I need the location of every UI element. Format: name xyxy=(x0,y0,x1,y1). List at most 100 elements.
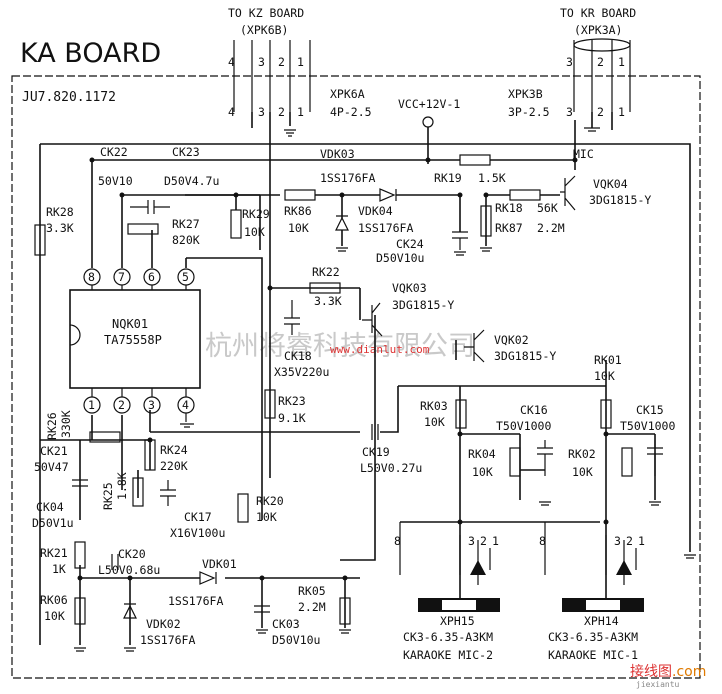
ck22-val: 50V10 xyxy=(98,174,133,188)
svg-text:8: 8 xyxy=(88,270,95,284)
rk87-ref: RK87 xyxy=(495,221,523,235)
rk25-ref: RK25 xyxy=(101,482,115,510)
rk26-ref: RK26 xyxy=(45,412,59,440)
ck21-val: 50V47 xyxy=(34,460,69,474)
kz-connector-ref: XPK6A xyxy=(330,87,365,101)
rk86-val: 10K xyxy=(288,221,309,235)
rk22-val: 3.3K xyxy=(314,294,342,308)
rk27-symbol xyxy=(127,223,159,235)
supply-label: VCC+12V-1 xyxy=(398,97,460,111)
xph15-label: KARAOKE MIC-2 xyxy=(403,648,493,662)
rk20-ref: RK20 xyxy=(256,494,284,508)
svg-text:1: 1 xyxy=(618,55,625,69)
vdk04-ref: VDK04 xyxy=(358,204,393,218)
ck04-val: D50V1u xyxy=(32,516,74,530)
vdk01-symbol xyxy=(199,571,217,585)
ic-bottom-pins: 1 2 3 4 xyxy=(83,388,195,422)
ck03-symbol xyxy=(254,605,270,613)
svg-text:3: 3 xyxy=(614,534,621,548)
svg-text:2: 2 xyxy=(278,105,285,119)
rk20-val: 10K xyxy=(256,510,277,524)
rk18-symbol xyxy=(509,189,541,201)
rk87-symbol xyxy=(480,205,492,237)
capacitor-symbols xyxy=(72,200,663,613)
svg-text:8: 8 xyxy=(394,534,401,548)
svg-text:1: 1 xyxy=(297,105,304,119)
vqk04-val: 3DG1815-Y xyxy=(589,193,651,207)
ck24-symbol xyxy=(452,231,468,250)
ck16-symbol xyxy=(537,440,553,476)
rk20-symbol xyxy=(237,493,249,523)
rk26-val: 330K xyxy=(59,410,73,438)
ck23-symbol xyxy=(130,200,170,214)
component-labels: CK22 50V10 CK23 D50V4.7u VDK03 1SS176FA … xyxy=(32,145,675,647)
ck20-ref: CK20 xyxy=(118,547,146,561)
kz-connector-body xyxy=(233,40,311,112)
vdk02-val: 1SS176FA xyxy=(140,633,195,647)
rk06-ref: RK06 xyxy=(40,593,68,607)
svg-text:4: 4 xyxy=(182,398,189,412)
ground-symbols xyxy=(74,127,696,652)
svg-text:2: 2 xyxy=(597,105,604,119)
rk19-symbol xyxy=(459,154,491,166)
rk23-symbol xyxy=(264,389,276,419)
ic-notch xyxy=(69,324,81,346)
rk21-ref: RK21 xyxy=(40,546,68,560)
ck23-ref: CK23 xyxy=(172,145,200,159)
kr-connector-ref: XPK3B xyxy=(508,87,543,101)
rk25-symbol xyxy=(132,477,144,507)
rk24-ref: RK24 xyxy=(160,443,188,457)
watermark-com: .com xyxy=(672,664,706,680)
vdk03-ref: VDK03 xyxy=(320,147,355,161)
ck23-val: D50V4.7u xyxy=(164,174,219,188)
svg-text:3: 3 xyxy=(468,534,475,548)
rk21-val: 1K xyxy=(52,562,66,576)
rk02-val: 10K xyxy=(572,465,593,479)
ck03-ref: CK03 xyxy=(272,617,300,631)
vdk03-val: 1SS176FA xyxy=(320,171,375,185)
ck22-ref: CK22 xyxy=(100,145,128,159)
kz-connector-name: (XPK6B) xyxy=(240,23,288,37)
svg-text:3: 3 xyxy=(566,55,573,69)
rk01-symbol xyxy=(600,399,612,429)
rk26-symbol xyxy=(89,431,121,443)
svg-text:1: 1 xyxy=(638,534,645,548)
ic-top-pins: 8 7 6 5 xyxy=(83,268,195,290)
vdk02-ref: VDK02 xyxy=(146,617,181,631)
rk28-ref: RK28 xyxy=(46,205,74,219)
rk24-symbol xyxy=(144,439,156,471)
svg-text:3: 3 xyxy=(148,398,155,412)
vdk03-symbol xyxy=(379,188,397,202)
rk04-symbol xyxy=(509,447,521,477)
vqk02-ref: VQK02 xyxy=(494,333,529,347)
ic-body xyxy=(69,289,201,389)
rk29-ref: RK29 xyxy=(242,207,270,221)
rk22-symbol xyxy=(309,282,341,294)
ck18-symbol xyxy=(284,300,300,335)
vdk01-ref: VDK01 xyxy=(202,557,237,571)
rk23-val: 9.1K xyxy=(278,411,306,425)
ck15-symbol xyxy=(647,440,663,476)
rk04-ref: RK04 xyxy=(468,447,496,461)
ck17-val: X16V100u xyxy=(170,526,225,540)
rk02-symbol xyxy=(621,447,633,477)
ck19-ref: CK19 xyxy=(362,445,390,459)
svg-text:7: 7 xyxy=(118,270,125,284)
rk29-symbol xyxy=(230,209,242,239)
watermark-company: 杭州将睿科技有限公司 xyxy=(205,331,475,362)
rk06-symbol xyxy=(74,597,86,625)
xph14-label: KARAOKE MIC-1 xyxy=(548,648,638,662)
kz-connector-type: 4P-2.5 xyxy=(330,105,372,119)
rk87-val: 2.2M xyxy=(537,221,565,235)
rk23-ref: RK23 xyxy=(278,394,306,408)
kr-cable-shield xyxy=(573,38,631,52)
rk27-val: 820K xyxy=(172,233,200,247)
rk18-ref: RK18 xyxy=(495,201,523,215)
xph15-ref: XPH15 xyxy=(440,614,475,628)
vqk02-val: 3DG1815-Y xyxy=(494,349,556,363)
rk86-ref: RK86 xyxy=(284,204,312,218)
xph14-type: CK3-6.35-A3KM xyxy=(548,630,638,644)
diode-symbols xyxy=(123,188,397,619)
watermark-url: www.dianlut.com xyxy=(330,343,430,356)
